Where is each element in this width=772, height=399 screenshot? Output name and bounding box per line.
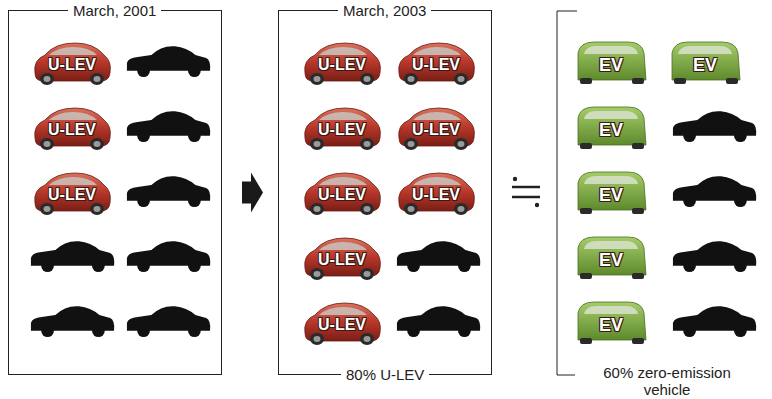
car-label: U-LEV	[31, 121, 113, 139]
car-label: U-LEV	[395, 121, 477, 139]
u-lev-car: U-LEV	[301, 299, 383, 347]
ev-car: EV	[570, 168, 652, 216]
car-silhouette	[31, 241, 114, 272]
u-lev-car: U-LEV	[395, 104, 477, 152]
car-silhouette	[127, 111, 210, 142]
car-silhouette	[673, 111, 756, 142]
car-label: U-LEV	[31, 186, 113, 204]
panel-frame: March, 2001U-LEVU-LEVU-LEV	[8, 10, 222, 375]
car-label: EV	[664, 55, 746, 76]
block-arrow	[242, 173, 263, 213]
car-silhouette	[127, 306, 210, 337]
ev-car: EV	[570, 103, 652, 151]
panel-title: March, 2001	[68, 2, 161, 19]
ev-car: EV	[570, 298, 652, 346]
u-lev-car: U-LEV	[31, 104, 113, 152]
panel-title: March, 2003	[338, 2, 431, 19]
ev-car: EV	[664, 38, 746, 86]
u-lev-car: U-LEV	[31, 169, 113, 217]
u-lev-car: U-LEV	[301, 104, 383, 152]
car-silhouette	[127, 241, 210, 272]
panel-bracket-box: 60% zero-emission vehicleEVEVEVEVEVEV	[555, 10, 769, 362]
car-label: EV	[570, 55, 652, 76]
panel-bracket	[557, 11, 577, 375]
car-label: U-LEV	[31, 56, 113, 74]
car-label: U-LEV	[301, 316, 383, 334]
car-label: EV	[570, 185, 652, 206]
car-silhouette	[127, 46, 210, 77]
ev-car: EV	[570, 233, 652, 281]
car-label: U-LEV	[301, 121, 383, 139]
car-silhouette	[673, 306, 756, 337]
car-label: U-LEV	[301, 56, 383, 74]
car-silhouette	[673, 241, 756, 272]
panel-caption: 80% U-LEV	[341, 366, 429, 383]
car-label: U-LEV	[395, 186, 477, 204]
u-lev-car: U-LEV	[31, 39, 113, 87]
car-silhouette	[397, 241, 480, 272]
u-lev-car: U-LEV	[395, 39, 477, 87]
panel-caption: 60% zero-emission vehicle	[577, 364, 757, 398]
u-lev-car: U-LEV	[395, 169, 477, 217]
car-label: EV	[570, 315, 652, 336]
u-lev-car: U-LEV	[301, 169, 383, 217]
panel-frame: March, 200380% U-LEVU-LEVU-LEVU-LEVU-LEV…	[278, 10, 492, 375]
ev-car: EV	[570, 38, 652, 86]
car-label: U-LEV	[395, 56, 477, 74]
u-lev-car: U-LEV	[301, 234, 383, 282]
approx-equal-sign	[512, 177, 540, 207]
car-silhouette	[673, 176, 756, 207]
car-silhouette	[31, 306, 114, 337]
car-label: EV	[570, 120, 652, 141]
car-label: U-LEV	[301, 186, 383, 204]
u-lev-car: U-LEV	[301, 39, 383, 87]
car-silhouette	[397, 306, 480, 337]
car-label: U-LEV	[301, 251, 383, 269]
car-silhouette	[127, 176, 210, 207]
car-label: EV	[570, 250, 652, 271]
